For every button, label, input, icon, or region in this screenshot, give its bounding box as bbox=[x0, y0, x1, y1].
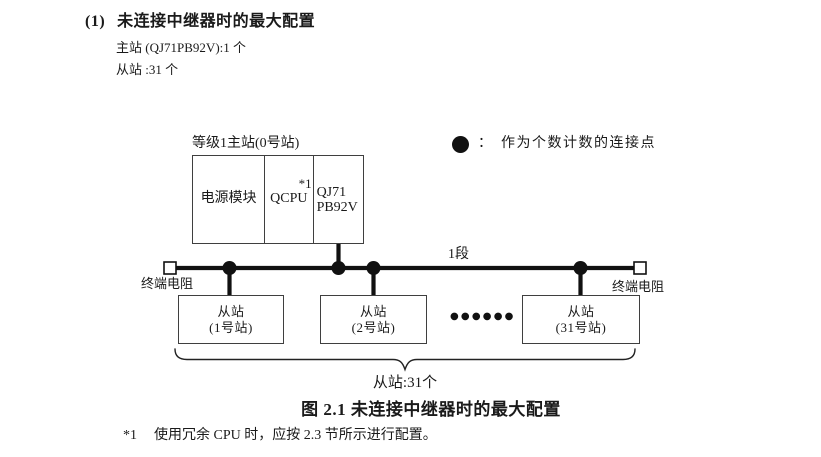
segment-label: 1段 bbox=[448, 247, 469, 262]
omitted-slaves-ellipsis: ●●●●●● bbox=[450, 311, 516, 322]
section-number: (1) bbox=[85, 13, 106, 30]
power-module-cell: 电源模块 bbox=[200, 191, 257, 207]
slave-station-number: (31号站) bbox=[555, 319, 607, 335]
master-station-label: 等级1主站(0号站) bbox=[192, 136, 300, 151]
connection-dot bbox=[366, 261, 381, 275]
slave-total-label: 从站:31个 bbox=[372, 375, 438, 391]
section-title: 未连接中继器时的最大配置 bbox=[117, 13, 316, 30]
cpu-module-cell: QCPU *1 bbox=[264, 156, 312, 243]
connection-dot bbox=[331, 261, 346, 275]
slave-station-number: (2号站) bbox=[351, 319, 396, 335]
spec-slave-count: 从站 :31 个 bbox=[116, 62, 179, 77]
connection-dot bbox=[222, 261, 237, 275]
legend-label: 作为个数计数的连接点 bbox=[501, 135, 656, 151]
footnote-text: 使用冗余 CPU 时，应按 2.3 节所示进行配置。 bbox=[154, 428, 437, 443]
cpu-footnote-ref: *1 bbox=[298, 176, 312, 191]
connection-dot bbox=[573, 261, 588, 275]
slave-station-box-2: 从站 (2号站) bbox=[320, 295, 427, 344]
network-module-line1: QJ71 bbox=[316, 184, 347, 200]
terminator-left-label: 终端电阻 bbox=[141, 276, 194, 291]
legend: ： 作为个数计数的连接点 bbox=[452, 135, 656, 153]
footnote-marker: *1 bbox=[123, 428, 137, 443]
spec-master-count: 主站 (QJ71PB92V):1 个 bbox=[116, 40, 247, 55]
section-heading: (1) 未连接中继器时的最大配置 bbox=[85, 13, 315, 31]
terminator-left-square bbox=[163, 261, 177, 275]
slave-name: 从站 bbox=[567, 303, 595, 319]
network-module-line2: PB92V bbox=[316, 199, 358, 215]
network-module-cell: QJ71 PB92V bbox=[312, 156, 363, 243]
figure-caption: 图 2.1 未连接中继器时的最大配置 bbox=[301, 400, 561, 419]
terminator-right-label: 终端电阻 bbox=[612, 279, 665, 294]
slave-station-box-1: 从站 (1号站) bbox=[178, 295, 284, 344]
cpu-label: QCPU bbox=[270, 191, 308, 207]
legend-connection-dot-icon bbox=[452, 135, 469, 153]
slave-count-underbrace bbox=[174, 348, 636, 372]
slave-name: 从站 bbox=[359, 303, 387, 319]
master-station-box: 电源模块 QCPU *1 QJ71 PB92V bbox=[192, 155, 364, 244]
slave-station-number: (1号站) bbox=[209, 319, 253, 335]
terminator-right-square bbox=[633, 261, 647, 275]
legend-separator: ： bbox=[478, 135, 492, 151]
slave-station-box-31: 从站 (31号站) bbox=[522, 295, 640, 344]
slave-name: 从站 bbox=[217, 303, 245, 319]
